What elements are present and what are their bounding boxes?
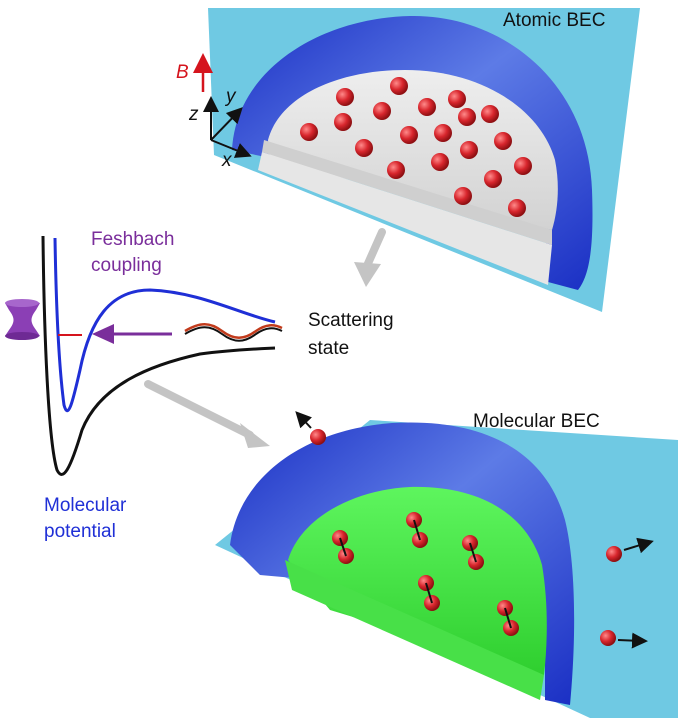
- atom: [431, 153, 449, 171]
- scattering-label-line2: state: [308, 338, 350, 359]
- atom: [400, 126, 418, 144]
- atom: [514, 157, 532, 175]
- optical-trap-icon: [5, 299, 40, 340]
- atom: [434, 124, 452, 142]
- atom: [448, 90, 466, 108]
- atom: [460, 141, 478, 159]
- atom: [484, 170, 502, 188]
- molecule: [332, 530, 354, 564]
- molecules: [332, 512, 519, 636]
- closed-channel-potential: [53, 237, 276, 413]
- atom: [390, 77, 408, 95]
- feshbach-label-line2: coupling: [91, 255, 162, 276]
- atom: [418, 98, 436, 116]
- atomic-bec-atoms: [300, 77, 532, 217]
- potential-diagram: [5, 235, 283, 476]
- molecular-bec-panel: [215, 411, 678, 718]
- atom: [334, 113, 352, 131]
- escaping-atoms: [295, 411, 654, 649]
- atom: [355, 139, 373, 157]
- atom: [481, 105, 499, 123]
- feshbach-label-line1: Feshbach: [91, 229, 175, 250]
- molecule: [497, 600, 519, 636]
- atom: [387, 161, 405, 179]
- molecular-potential-label-line1: Molecular: [44, 495, 127, 516]
- axis-z-label: z: [189, 104, 199, 125]
- atomic-bec-panel: [193, 8, 640, 312]
- molecular-bec-core: [288, 486, 547, 675]
- atom: [336, 88, 354, 106]
- molecular-potential-label-line2: potential: [44, 521, 116, 542]
- down-arrow: [362, 228, 386, 272]
- molecular-bec-cut-face: [285, 560, 544, 700]
- molecule: [418, 575, 440, 611]
- b-field-label: B: [176, 62, 189, 83]
- process-arrows: [144, 228, 386, 448]
- atom: [458, 108, 476, 126]
- molecule: [462, 535, 484, 570]
- molecular-bec-label: Molecular BEC: [473, 411, 600, 432]
- axis-x-label: x: [222, 150, 232, 171]
- atom: [300, 123, 318, 141]
- scattering-wave-black: [184, 326, 283, 342]
- axis-y-label: y: [226, 86, 236, 107]
- open-channel-potential: [41, 235, 276, 476]
- atom: [373, 102, 391, 120]
- atom: [508, 199, 526, 217]
- coordinate-axes: [193, 53, 252, 158]
- scattering-wave-red: [184, 323, 283, 339]
- molecule: [406, 512, 428, 548]
- atom: [454, 187, 472, 205]
- atomic-bec-cut-face: [262, 140, 552, 245]
- diagonal-arrow: [144, 380, 254, 439]
- atomic-bec-label: Atomic BEC: [503, 10, 606, 31]
- atom: [494, 132, 512, 150]
- scattering-label-line1: Scattering: [308, 310, 394, 331]
